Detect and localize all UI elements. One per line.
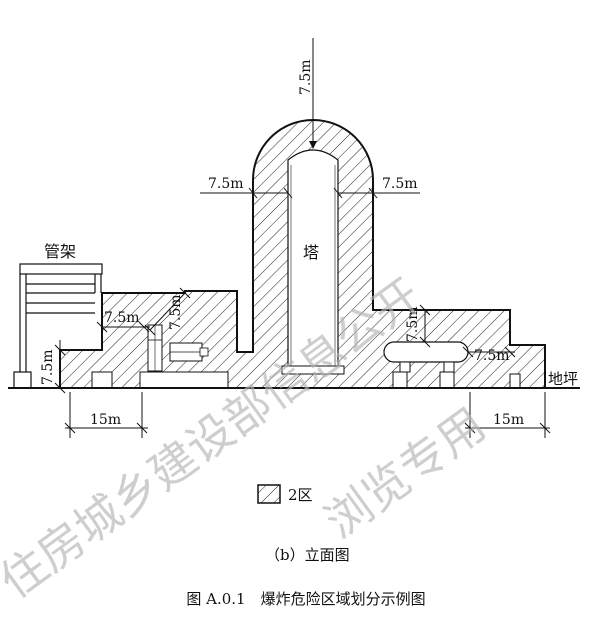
tower-base — [281, 365, 345, 375]
dim-right-horizontal: 7.5m — [474, 348, 510, 364]
right-block-1 — [392, 371, 408, 389]
dim-left-vertical: 7.5m — [40, 349, 56, 385]
dim-left-step: 7.5m — [168, 294, 184, 330]
tower — [287, 149, 339, 371]
pipe-rack — [13, 263, 103, 389]
legend: 2区 — [257, 484, 313, 504]
dim-bottom-left: 15m — [90, 412, 121, 428]
dim-bottom-right: 15m — [493, 412, 524, 428]
watermark-line2: 浏览专用 — [315, 397, 496, 549]
right-block-2 — [439, 371, 455, 389]
right-block-3 — [509, 373, 521, 389]
legend-label: 2区 — [288, 486, 313, 504]
subcaption: （b）立面图 — [265, 546, 350, 564]
pipe-rack-label: 管架 — [44, 242, 76, 261]
dim-top: 7.5m — [298, 59, 314, 95]
dim-tower-right: 7.5m — [382, 176, 418, 192]
dim-left-horizontal: 7.5m — [104, 310, 140, 326]
left-equipment-base — [139, 371, 229, 389]
horizontal-vessel — [383, 341, 469, 363]
left-block — [91, 371, 113, 389]
figure-caption: 图 A.0.1 爆炸危险区域划分示例图 — [186, 590, 425, 608]
legend-swatch — [257, 484, 281, 504]
ground-label: 地坪 — [548, 370, 578, 388]
tower-label: 塔 — [303, 243, 319, 262]
dimension-lines — [54, 38, 551, 438]
dim-tower-left: 7.5m — [208, 176, 244, 192]
dim-right-vertical: 7.5m — [405, 306, 421, 342]
